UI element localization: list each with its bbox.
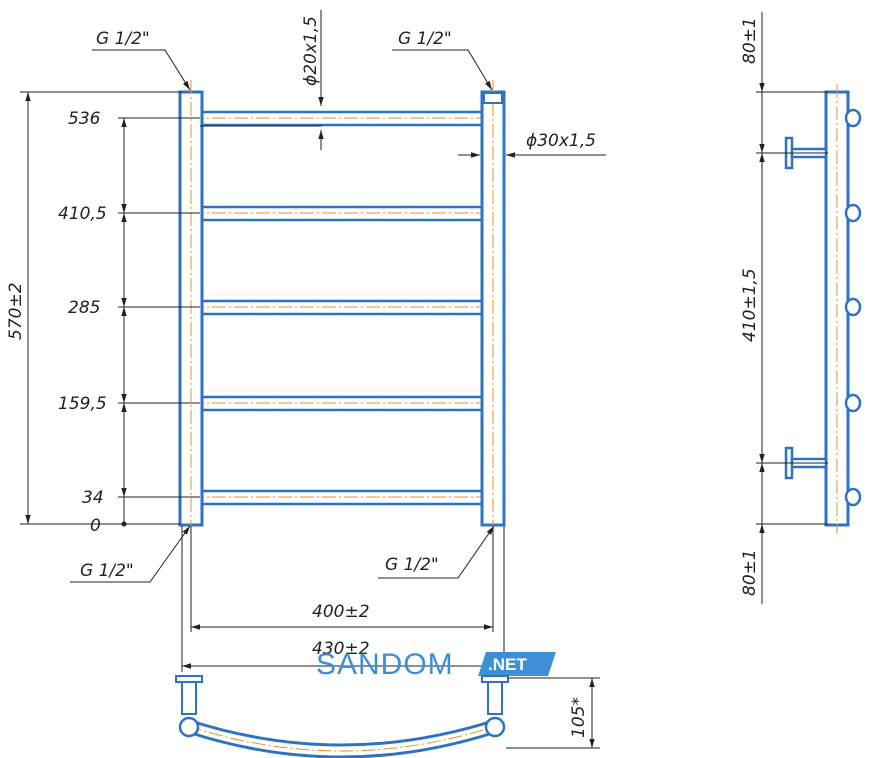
width-dimensions bbox=[181, 526, 505, 672]
side-bottom-offset-label: 80±1 bbox=[740, 549, 760, 596]
side-dimensions bbox=[756, 12, 828, 604]
side-middle-label: 410±1,5 bbox=[740, 268, 760, 342]
rungs bbox=[196, 110, 488, 506]
total-height-label: 570±2 bbox=[6, 282, 26, 340]
height-label-34: 34 bbox=[82, 488, 104, 508]
top-view: 105* bbox=[175, 675, 600, 758]
height-label-285: 285 bbox=[68, 298, 100, 318]
fitting-leaders bbox=[70, 49, 495, 583]
upright-diameter-label: ϕ30x1,5 bbox=[526, 131, 596, 151]
height-ref-lines bbox=[20, 91, 200, 525]
fitting-label-bottom-left: G 1/2" bbox=[80, 561, 134, 581]
total-width-label: 430±2 bbox=[312, 639, 370, 659]
rung-center-lines bbox=[190, 117, 500, 498]
rung-diameter-label: ϕ20x1,5 bbox=[301, 16, 321, 86]
depth-label: 105* bbox=[569, 697, 589, 738]
fitting-label-top-left: G 1/2" bbox=[96, 29, 150, 49]
side-rung-stubs bbox=[844, 108, 862, 507]
height-label-410: 410,5 bbox=[58, 204, 107, 224]
fitting-label-top-right: G 1/2" bbox=[398, 29, 452, 49]
front-view: 536 410,5 285 159,5 34 0 570±2 ϕ20x1,5 ϕ… bbox=[6, 10, 606, 672]
watermark-badge bbox=[478, 652, 556, 676]
height-label-159: 159,5 bbox=[58, 394, 107, 414]
watermark: SANDOM .NET bbox=[316, 648, 556, 681]
side-top-offset-label: 80±1 bbox=[740, 17, 760, 64]
fitting-cap-icon bbox=[483, 92, 503, 104]
watermark-suffix: .NET bbox=[488, 655, 527, 674]
watermark-text: SANDOM bbox=[316, 648, 454, 681]
rung-diameter-leader bbox=[200, 10, 324, 150]
side-view: 80±1 410±1,5 80±1 bbox=[740, 12, 862, 604]
height-label-0: 0 bbox=[90, 516, 101, 536]
height-label-536: 536 bbox=[68, 109, 101, 129]
fitting-label-bottom-right: G 1/2" bbox=[385, 555, 439, 575]
wall-brackets bbox=[784, 136, 828, 480]
center-width-label: 400±2 bbox=[312, 602, 370, 622]
